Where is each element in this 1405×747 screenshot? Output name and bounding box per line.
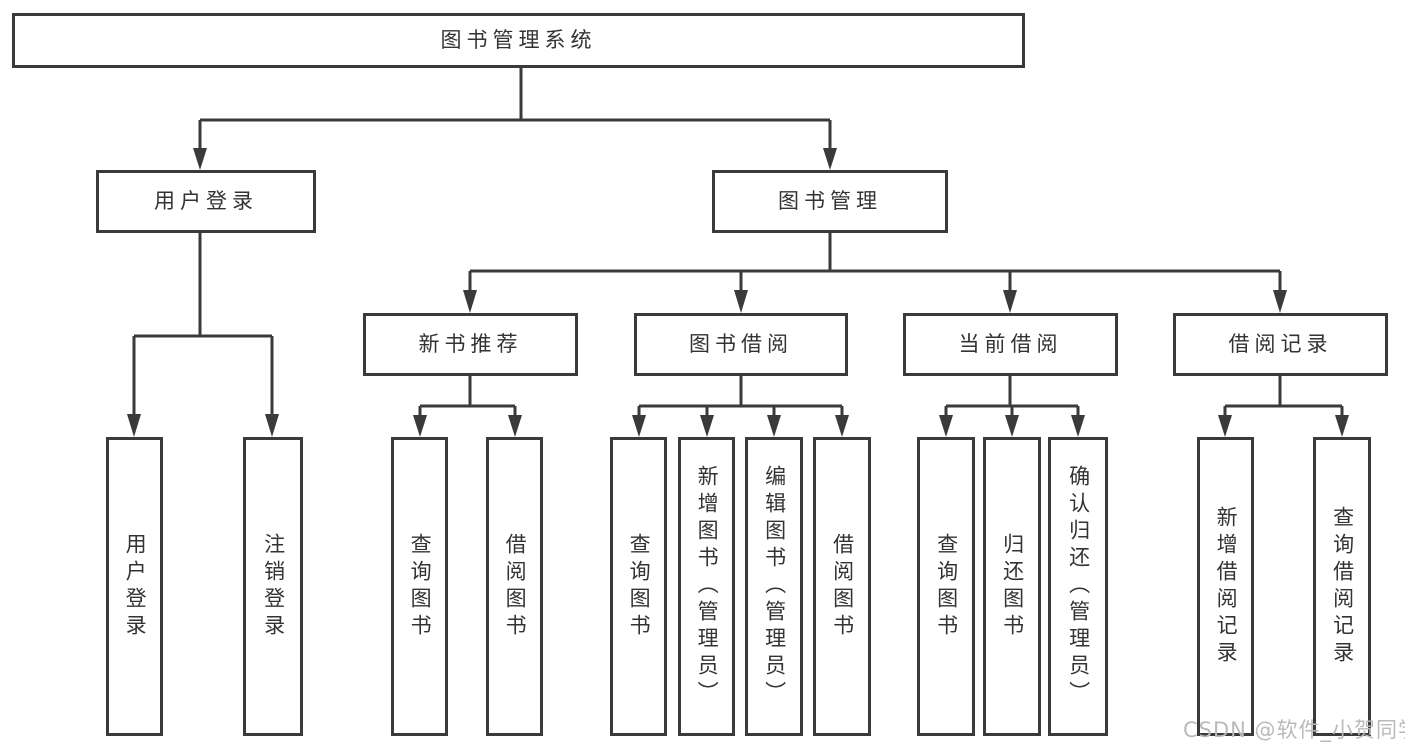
node-leaf-user-login: 用户登录: [106, 437, 163, 736]
node-book-borrowing: 图书借阅: [634, 313, 848, 376]
node-leaf-nb-query-books: 查询图书: [391, 437, 448, 736]
node-leaf-cb-return-books: 归还图书: [983, 437, 1041, 736]
connector-root-to-level2: [193, 67, 837, 170]
node-leaf-br-add-record: 新增借阅记录: [1197, 437, 1254, 736]
connector-current-borrowing-to-children: [939, 376, 1085, 437]
connector-new-book-recommend-to-children: [413, 376, 522, 437]
node-leaf-br-query-record: 查询借阅记录: [1313, 437, 1371, 736]
node-leaf-bb-query-books: 查询图书: [610, 437, 667, 736]
csdn-watermark: CSDN @软件_小贺同学: [1183, 718, 1405, 742]
node-leaf-cb-query-books: 查询图书: [917, 437, 975, 736]
connector-book-borrowing-to-children: [632, 376, 849, 437]
connector-borrowing-records-to-children: [1218, 376, 1349, 437]
node-leaf-bb-edit-books-admin: 编辑图书（管理员）: [745, 437, 803, 736]
node-leaf-logout: 注销登录: [243, 437, 303, 736]
node-new-book-recommend: 新书推荐: [363, 313, 578, 376]
node-library-management-system: 图书管理系统: [12, 13, 1025, 68]
node-book-management: 图书管理: [712, 170, 948, 233]
node-leaf-cb-confirm-return-admin: 确认归还（管理员）: [1048, 437, 1108, 736]
node-leaf-bb-add-books-admin: 新增图书（管理员）: [678, 437, 735, 736]
connector-book-management-to-level3: [463, 233, 1287, 313]
node-borrowing-records: 借阅记录: [1173, 313, 1388, 376]
node-current-borrowing: 当前借阅: [903, 313, 1118, 376]
connector-user-login-to-children: [127, 233, 279, 437]
node-leaf-bb-borrow-books: 借阅图书: [813, 437, 871, 736]
node-leaf-nb-borrow-books: 借阅图书: [486, 437, 543, 736]
node-user-login: 用户登录: [96, 170, 316, 233]
